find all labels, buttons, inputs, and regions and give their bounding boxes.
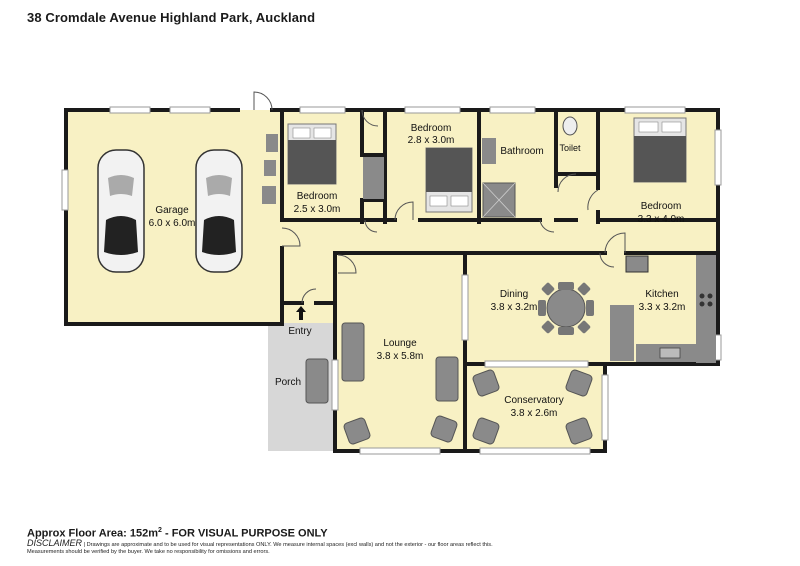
bedroom3-dims: 3.3 x 4.0m [638, 214, 685, 225]
cupboard-top-door [361, 109, 379, 127]
windows [61, 106, 722, 455]
dining-door [604, 232, 626, 254]
disclaimer: DISCLAIMER | Drawings are approximate an… [27, 538, 527, 556]
hallway-floor [282, 220, 718, 255]
disclaimer-line1: | Drawings are approximate and to be use… [82, 542, 493, 548]
garage-cabinet [262, 186, 276, 204]
cupboard-door [364, 219, 378, 233]
floor-area-prefix: Approx Floor Area: 152m [27, 527, 159, 540]
bedroom3-name: Bedroom [641, 201, 682, 212]
entry-door [301, 288, 317, 304]
garage-dims: 6.0 x 6.0m [149, 218, 196, 229]
conservatory-dims: 3.8 x 2.6m [511, 408, 558, 419]
lounge-chair-2 [430, 415, 458, 443]
garage-unit [266, 134, 278, 152]
bed-bedroom1 [287, 123, 337, 185]
conservatory-name: Conservatory [504, 395, 563, 406]
bedroom3-door [587, 189, 599, 211]
floor-area-unit-sup: 2 [158, 527, 162, 534]
doors [253, 91, 626, 304]
car-right [195, 149, 243, 273]
dining-dims: 3.8 x 3.2m [491, 302, 538, 313]
dining-chairs [538, 282, 594, 335]
bathroom-name: Bathroom [500, 146, 543, 157]
kitchen-door [599, 252, 615, 268]
toilet-fixture [562, 116, 578, 136]
kitchen-name: Kitchen [645, 289, 678, 300]
entry-arrow-icon [296, 306, 306, 320]
lounge-sofa-left [341, 322, 365, 382]
kitchen-island [610, 305, 634, 361]
floor-area-summary: Approx Floor Area: 152m2 - FOR VISUAL PU… [27, 527, 328, 540]
bathroom-door [539, 219, 555, 233]
bathroom-vanity [482, 138, 496, 164]
bedroom1-dims: 2.5 x 3.0m [294, 204, 341, 215]
kitchen-fridge [625, 255, 649, 273]
bedroom2-name: Bedroom [411, 123, 452, 134]
furniture [97, 116, 716, 445]
disclaimer-heading: DISCLAIMER [27, 538, 83, 548]
garage-door-swing [253, 91, 273, 111]
kitchen-dims: 3.3 x 3.2m [639, 302, 686, 313]
conservatory-chair-1 [472, 369, 500, 397]
conservatory-chair-2 [565, 369, 593, 397]
conservatory-chair-3 [472, 417, 500, 445]
garage-sink [264, 160, 276, 176]
toilet-name: Toilet [559, 143, 581, 153]
room-labels: Garage 6.0 x 6.0m Bedroom 2.5 x 3.0m Bed… [149, 123, 686, 419]
lounge-chair-1 [343, 417, 371, 445]
entry-floor [282, 255, 335, 323]
floor-area-suffix: - FOR VISUAL PURPOSE ONLY [161, 527, 328, 540]
bedroom2-door [394, 201, 414, 221]
lounge-door [337, 254, 357, 274]
lounge-sofa-right [435, 356, 459, 402]
dining-name: Dining [500, 289, 528, 300]
disclaimer-line2: Measurements should be verified by the b… [27, 549, 270, 555]
entry-name: Entry [288, 326, 311, 337]
floor-areas [66, 110, 718, 451]
bed-bedroom3 [633, 117, 687, 183]
porch-name: Porch [275, 377, 301, 388]
conservatory-chair-4 [565, 417, 593, 445]
garage-internal-door [281, 227, 301, 247]
porch-sofa [305, 358, 329, 404]
kitchen-counter-right [696, 255, 716, 363]
car-left [97, 149, 145, 273]
lounge-name: Lounge [383, 338, 417, 349]
bedroom1-name: Bedroom [297, 191, 338, 202]
toilet-door [557, 173, 577, 193]
property-address: 38 Cromdale Avenue Highland Park, Auckla… [27, 10, 316, 25]
bed-bedroom2 [425, 147, 473, 213]
dining-table [546, 288, 586, 328]
lounge-dims: 3.8 x 5.8m [377, 351, 424, 362]
bedroom2-dims: 2.8 x 3.0m [408, 135, 455, 146]
kitchen-sink [659, 347, 681, 359]
cooktop-icon [699, 293, 713, 307]
hall-cupboard [363, 157, 384, 199]
garage-name: Garage [155, 205, 189, 216]
